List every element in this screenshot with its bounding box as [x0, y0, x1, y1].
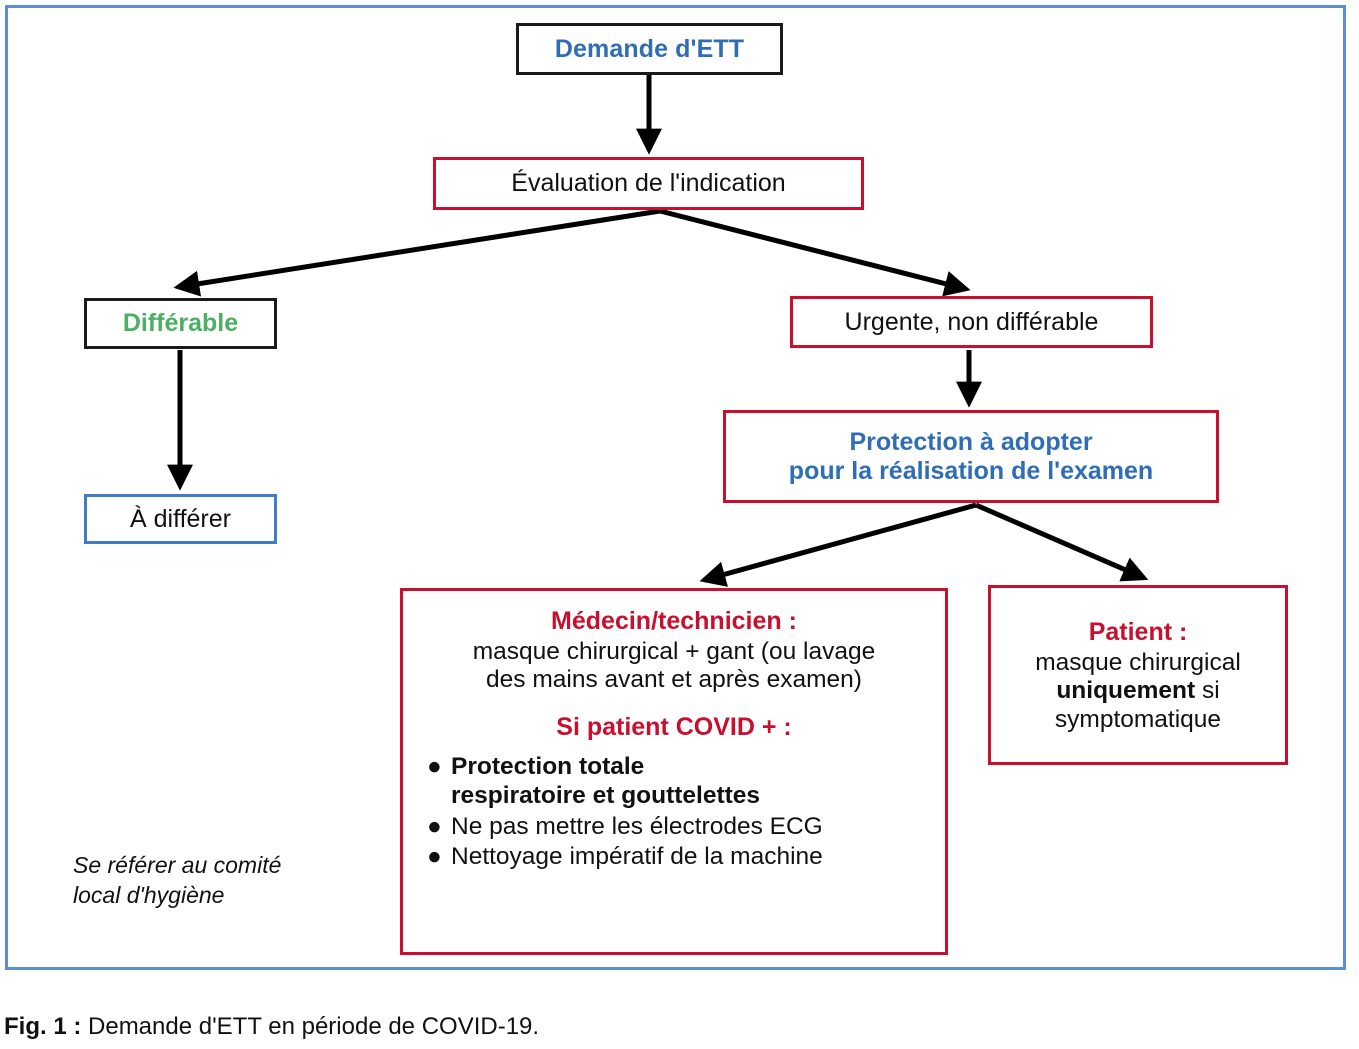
- medecin-body: masque chirurgical + gant (ou lavage des…: [473, 638, 875, 695]
- node-demande-ett-label: Demande d'ETT: [554, 34, 745, 63]
- node-evaluation-indication-label: Évaluation de l'indication: [511, 169, 786, 197]
- patient-line-2-bold: uniquement: [1056, 677, 1196, 705]
- list-item: ● Nettoyage impératif de la machine: [427, 842, 939, 871]
- patient-line-2: uniquement si: [1035, 677, 1241, 705]
- note-hygiene: Se référer au comité local d'hygiène: [73, 851, 373, 911]
- node-protection-line-1: Protection à adopter: [849, 427, 1093, 456]
- node-differable-label: Différable: [122, 309, 239, 337]
- node-patient[interactable]: Patient : masque chirurgical uniquement …: [988, 585, 1288, 765]
- bullet-dot-icon: ●: [427, 752, 442, 780]
- figure-caption-label: Fig. 1 :: [4, 1013, 82, 1040]
- node-a-differer-label: À différer: [130, 504, 231, 533]
- patient-line-1: masque chirurgical: [1035, 648, 1241, 676]
- patient-line-3: symptomatique: [1054, 705, 1222, 733]
- node-medecin-technicien[interactable]: Médecin/technicien : masque chirurgical …: [400, 588, 948, 955]
- node-differable[interactable]: Différable: [84, 298, 277, 349]
- node-protection-text: Protection à adopter pour la réalisation…: [789, 428, 1153, 486]
- node-urgente-non-differable-label: Urgente, non différable: [844, 307, 1099, 336]
- figure-caption: Fig. 1 : Demande d'ETT en période de COV…: [4, 1013, 1344, 1041]
- bullet-1-line-1: Protection totale: [451, 752, 645, 780]
- note-hygiene-line-1: Se référer au comité: [73, 852, 282, 878]
- bullet-dot-icon: ●: [427, 812, 442, 840]
- figure-caption-text: Demande d'ETT en période de COVID-19.: [81, 1013, 540, 1040]
- patient-heading: Patient :: [1088, 617, 1188, 646]
- node-protection-line-2: pour la réalisation de l'examen: [788, 456, 1154, 485]
- bullet-2-line-1: Ne pas mettre les électrodes ECG: [451, 812, 823, 840]
- node-protection-a-adopter[interactable]: Protection à adopter pour la réalisation…: [723, 410, 1219, 503]
- note-hygiene-line-2: local d'hygiène: [73, 881, 225, 908]
- medecin-body-line-1: masque chirurgical + gant (ou lavage: [472, 638, 876, 665]
- node-demande-ett[interactable]: Demande d'ETT: [516, 23, 783, 75]
- node-a-differer[interactable]: À différer: [84, 494, 277, 544]
- bullet-1-line-2: respiratoire et gouttelettes: [451, 782, 761, 810]
- list-item: ● Ne pas mettre les électrodes ECG: [427, 812, 939, 841]
- medecin-covid-heading: Si patient COVID + :: [556, 712, 792, 741]
- medecin-body-line-2: des mains avant et après examen): [486, 666, 862, 694]
- patient-line-2-rest: si: [1195, 677, 1220, 705]
- node-urgente-non-differable[interactable]: Urgente, non différable: [790, 296, 1153, 348]
- bullet-dot-icon: ●: [427, 842, 442, 870]
- medecin-heading: Médecin/technicien :: [551, 607, 797, 635]
- medecin-bullet-list: ● Protection totale respiratoire et gout…: [409, 752, 939, 873]
- node-evaluation-indication[interactable]: Évaluation de l'indication: [433, 157, 864, 210]
- bullet-3-line-1: Nettoyage impératif de la machine: [451, 842, 823, 870]
- patient-body: masque chirurgical uniquement si symptom…: [1035, 649, 1241, 734]
- list-item: ● Protection totale respiratoire et gout…: [427, 752, 939, 811]
